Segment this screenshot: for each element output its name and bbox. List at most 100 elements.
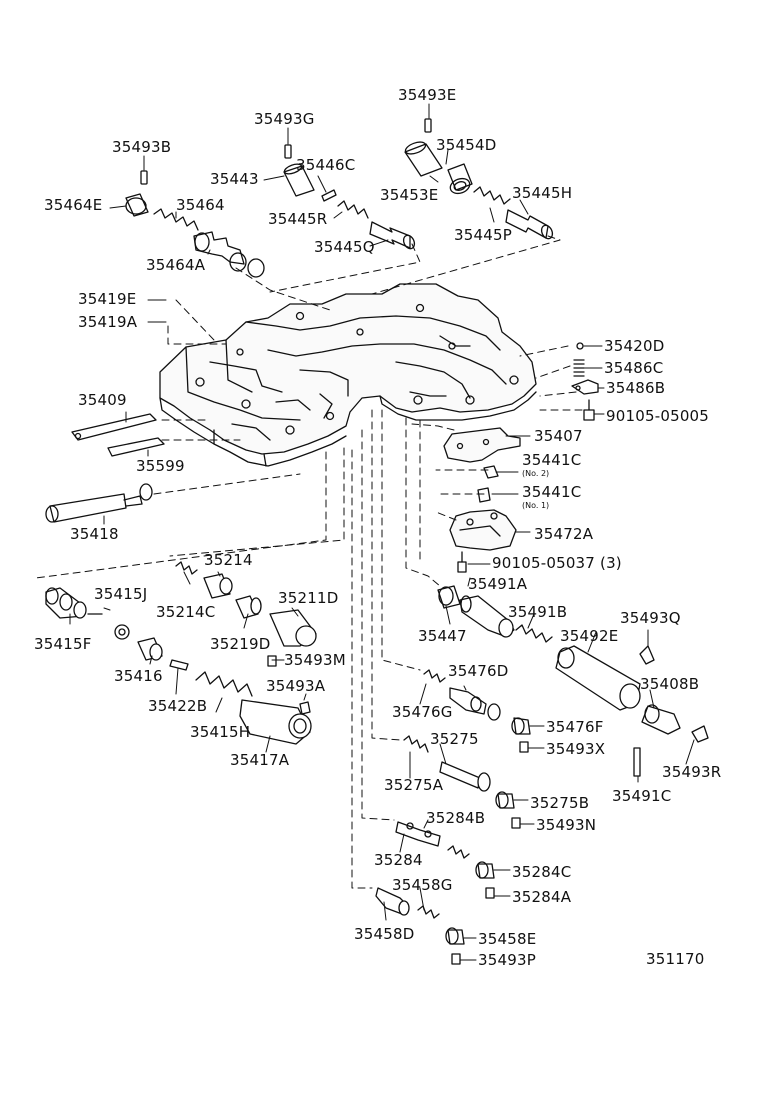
label-35211d: 35211D (278, 589, 339, 607)
label-35458g: 35458G (392, 876, 453, 894)
label-35464: 35464 (176, 196, 225, 214)
label-35409: 35409 (78, 391, 127, 409)
part-35441c-no1-shape (477, 487, 491, 503)
label-35284a: 35284A (512, 888, 572, 906)
part-35493x-shape (519, 741, 529, 753)
label-35491c: 35491C (612, 787, 672, 805)
note-no2: (No. 2) (522, 469, 550, 478)
label-35445h: 35445H (512, 184, 573, 202)
part-35415h-shape (195, 671, 253, 697)
label-90105-05005: 90105-05005 (606, 407, 710, 425)
label-35492e: 35492E (560, 627, 619, 645)
part-35415f-shape (45, 587, 87, 619)
label-35486b: 35486B (606, 379, 666, 397)
label-35408b: 35408B (640, 675, 700, 693)
part-35464e-shape (125, 193, 149, 217)
label-35445p: 35445P (454, 226, 512, 244)
label-35454d: 35454D (436, 136, 497, 154)
label-35472a: 35472A (534, 525, 594, 543)
label-35419e: 35419E (78, 290, 137, 308)
label-35275a: 35275A (384, 776, 444, 794)
note-no1: (No. 1) (522, 501, 550, 510)
label-35417a: 35417A (230, 751, 290, 769)
part-35211d-shape (269, 609, 317, 647)
label-35486c: 35486C (604, 359, 664, 377)
label-35419a: 35419A (78, 313, 138, 331)
part-35493q-shape (639, 645, 655, 665)
label-35441c-no2: 35441C (522, 451, 582, 469)
label-35284c: 35284C (512, 863, 572, 881)
label-35493p: 35493P (478, 951, 536, 969)
part-35454d-shape (447, 163, 473, 195)
label-35458e: 35458E (478, 930, 537, 948)
label-35493b: 35493B (112, 138, 172, 156)
part-35472a-shape (449, 509, 517, 551)
part-35214c-shape (175, 561, 198, 575)
label-35493q: 35493Q (620, 609, 681, 627)
part-bolt-05037-shape (457, 551, 467, 573)
label-35284b: 35284B (426, 809, 486, 827)
part-35493b-shape (140, 170, 148, 185)
part-35415j-shape (114, 624, 130, 640)
part-35214-shape (203, 573, 233, 599)
part-35464a-shape (193, 231, 265, 278)
label-35453e: 35453E (380, 186, 439, 204)
label-35284: 35284 (374, 851, 423, 869)
part-35284c-shape (475, 861, 495, 879)
label-35441c-no1: 35441C (522, 483, 582, 501)
part-35418-shape (45, 483, 153, 523)
label-35443: 35443 (210, 170, 259, 188)
part-35443-shape (283, 163, 315, 197)
label-35493x: 35493X (546, 740, 606, 758)
part-35492e-shape (555, 645, 641, 711)
label-35275: 35275 (430, 730, 479, 748)
part-35491c-shape (633, 747, 641, 777)
part-35458e-shape (445, 927, 465, 945)
label-35476d: 35476D (448, 662, 509, 680)
label-35446c: 35446C (296, 156, 356, 174)
label-35476f: 35476F (546, 718, 604, 736)
part-35284b-shape (447, 845, 470, 859)
part-35284-shape (395, 821, 441, 847)
label-35493e: 35493E (398, 86, 457, 104)
part-bolt-05005-shape (583, 399, 595, 421)
diagram-reference-number: 351170 (646, 950, 705, 968)
part-35599-shape (107, 437, 165, 457)
part-35476d-shape (449, 687, 501, 721)
part-35491a-shape (459, 595, 515, 638)
part-35493p-shape (451, 953, 461, 965)
label-35464a: 35464A (146, 256, 206, 274)
label-35219d: 35219D (210, 635, 271, 653)
part-35476g-shape (423, 669, 446, 683)
label-35445r: 35445R (268, 210, 328, 228)
label-35493r: 35493R (662, 763, 722, 781)
part-35284a-shape (485, 887, 495, 899)
part-35445h-shape (505, 209, 554, 240)
part-35447-shape (437, 585, 461, 609)
part-35493n-shape (511, 817, 521, 829)
part-35493e-shape (424, 118, 432, 133)
part-35493a-shape (299, 701, 311, 715)
part-35458d-shape (375, 887, 410, 916)
label-35415j: 35415J (94, 585, 148, 603)
label-35458d: 35458D (354, 925, 415, 943)
part-35409-shape (71, 413, 157, 441)
label-35420d: 35420D (604, 337, 665, 355)
label-35493n: 35493N (536, 816, 597, 834)
label-35599: 35599 (136, 457, 185, 475)
part-35275-shape (439, 761, 491, 792)
label-35493m: 35493M (284, 651, 346, 669)
label-35445q: 35445Q (314, 238, 375, 256)
part-35441c-no2-shape (483, 465, 499, 479)
label-35491b: 35491B (508, 603, 568, 621)
part-35493r-shape (691, 725, 709, 743)
part-35275b-shape (495, 791, 515, 809)
part-35408b-shape (641, 704, 681, 735)
label-35415f: 35415F (34, 635, 92, 653)
part-35493g-shape (284, 144, 292, 159)
label-35407: 35407 (534, 427, 583, 445)
label-35476g: 35476G (392, 703, 453, 721)
label-35447: 35447 (418, 627, 467, 645)
part-35275a-shape (403, 735, 429, 753)
